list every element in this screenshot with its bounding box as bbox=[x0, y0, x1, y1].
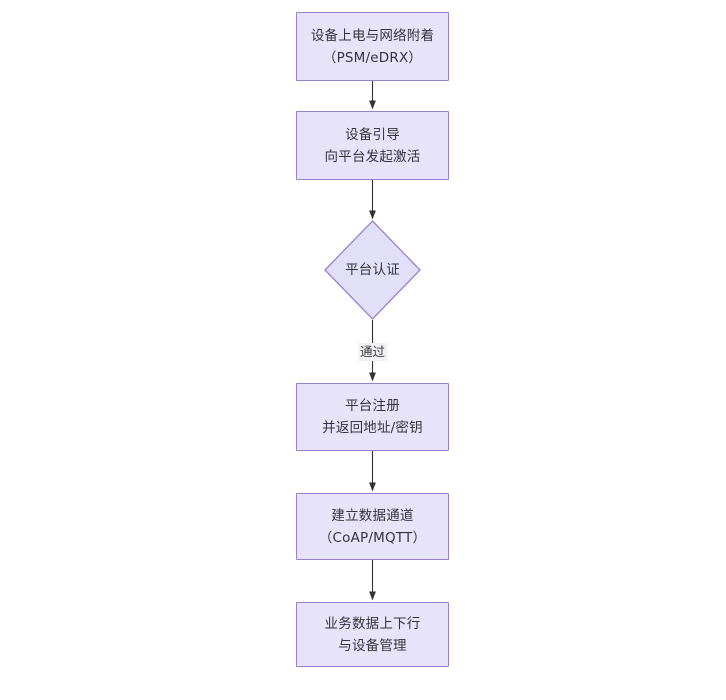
edge-label-pass: 通过 bbox=[357, 343, 388, 361]
flow-node-label: 设备上电与网络附着 （PSM/eDRX） bbox=[310, 27, 435, 66]
flow-node-business-data[interactable]: 业务数据上下行 与设备管理 bbox=[296, 602, 449, 667]
flow-node-platform-register[interactable]: 平台注册 并返回地址/密钥 bbox=[296, 383, 449, 451]
flow-node-label: 建立数据通道 （CoAP/MQTT） bbox=[318, 507, 427, 546]
flow-node-data-channel[interactable]: 建立数据通道 （CoAP/MQTT） bbox=[296, 493, 449, 560]
flow-node-device-power-on[interactable]: 设备上电与网络附着 （PSM/eDRX） bbox=[296, 12, 449, 81]
flow-node-label: 业务数据上下行 与设备管理 bbox=[324, 615, 421, 654]
flow-node-label: 平台认证 bbox=[345, 262, 400, 278]
flow-node-label: 设备引导 向平台发起激活 bbox=[324, 126, 421, 165]
flow-node-label: 平台注册 并返回地址/密钥 bbox=[322, 398, 423, 436]
diamond-shape bbox=[324, 220, 421, 320]
flow-node-platform-auth[interactable]: 平台认证 bbox=[324, 220, 421, 320]
flow-node-device-bootstrap[interactable]: 设备引导 向平台发起激活 bbox=[296, 111, 449, 180]
